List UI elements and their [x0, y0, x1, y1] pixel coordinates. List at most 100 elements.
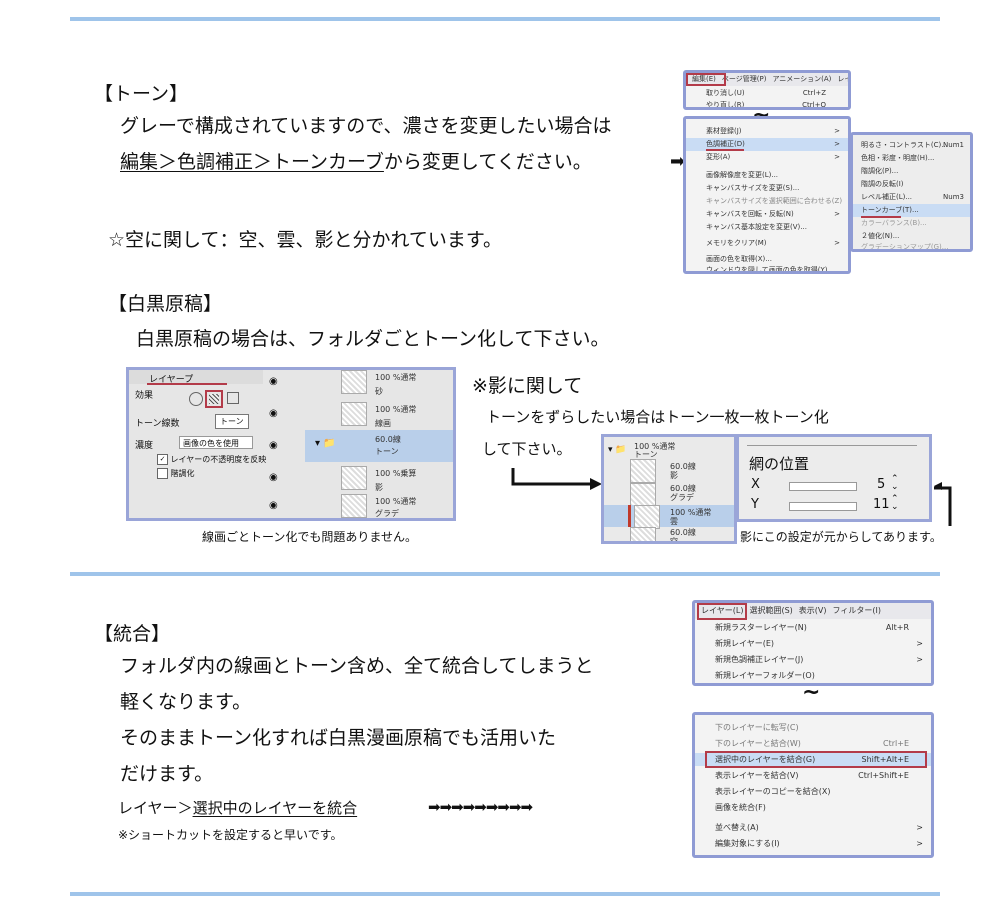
panel-tab[interactable]: レイヤープ — [149, 375, 194, 385]
underline-mark — [706, 149, 744, 151]
right-arrow-icon: ➡ — [670, 151, 686, 172]
submenu-binarize[interactable]: ２値化(N)... — [861, 232, 900, 240]
menu-item-canvas-size[interactable]: キャンバスサイズを変更(S)... — [706, 184, 800, 192]
menu-item-canvas-settings[interactable]: キャンバス基本設定を変更(V)... — [706, 223, 807, 231]
menu-page[interactable]: ページ管理(P) — [721, 75, 767, 83]
y-value[interactable]: 11 — [873, 497, 890, 512]
menu-item-get-color[interactable]: 画面の色を取得(X)... — [706, 255, 772, 263]
layer-mode: 60.0線 — [375, 435, 401, 444]
menu-item-redo[interactable]: やり直し(R)Ctrl+Q — [706, 101, 826, 109]
y-slider[interactable] — [789, 502, 857, 511]
menu-item-sort[interactable]: 並べ替え(A)> — [715, 823, 923, 832]
folder-icon[interactable]: ▾ 📁 — [608, 445, 627, 455]
menu-item-flatten[interactable]: 画像を統合(F) — [715, 803, 766, 812]
layer-thumbnail — [630, 527, 656, 541]
menu-item-merge-visible-copy[interactable]: 表示レイヤーのコピーを結合(X) — [715, 787, 831, 796]
tone-pattern-icon — [209, 394, 219, 404]
tone-folder-panel: ▾ 📁 100 %通常 トーン 60.0線 影 60.0線 グラデ 100 %通… — [601, 434, 737, 544]
menu-item-merge-visible[interactable]: 表示レイヤーを結合(V)Ctrl+Shift+E — [715, 771, 909, 780]
up-turn-arrow-icon — [934, 482, 952, 526]
square-icon[interactable] — [227, 392, 239, 404]
layer-name: グラデ — [375, 509, 399, 518]
submenu-invert[interactable]: 階調の反転(I) — [861, 180, 904, 188]
menu-item-color-correction[interactable]: 色調補正(D)> — [686, 138, 848, 151]
submenu-tone-curve[interactable]: トーンカーブ(T)... — [853, 204, 970, 217]
folder-mode: 100 %通常 — [634, 442, 676, 451]
eye-icon[interactable]: ◉ — [269, 500, 278, 511]
layer-mode: 100 %通常 — [375, 497, 417, 506]
divider-bottom — [70, 892, 940, 896]
menu-item-new-raster[interactable]: 新規ラスターレイヤー(N)Alt+R — [715, 623, 909, 632]
circle-icon[interactable] — [189, 392, 203, 406]
menu-item-get-color-hidden[interactable]: ウィンドウを隠して画面の色を取得(Y)... — [706, 266, 835, 274]
menu-item-transform[interactable]: 変形(A)> — [706, 153, 840, 161]
layer-thumbnail — [341, 466, 367, 490]
eye-icon[interactable]: ◉ — [269, 440, 278, 451]
menu-animation[interactable]: アニメーション(A) — [772, 75, 832, 83]
merge-path: レイヤー＞選択中のレイヤーを統合 — [118, 799, 358, 817]
menu-item-canvas-fit[interactable]: キャンバスサイズを選択範囲に合わせる(Z) — [706, 197, 843, 205]
x-slider[interactable] — [789, 482, 857, 491]
menu-item-clear-memory[interactable]: メモリをクリア(M)> — [706, 239, 840, 247]
x-value[interactable]: 5 — [877, 477, 886, 492]
menu-item-edit-target[interactable]: 編集対象にする(I)> — [715, 839, 923, 848]
merge-note: ※ショートカットを設定すると早いです。 — [118, 828, 343, 842]
menu-edit[interactable]: 編集(E) — [692, 75, 716, 83]
submenu-posterize[interactable]: 階調化(P)... — [861, 167, 899, 175]
bw-heading: 【白黒原稿】 — [108, 293, 223, 315]
layer-name: 線画 — [375, 419, 391, 428]
layer-menubar: レイヤー(L) 選択範囲(S) 表示(V) フィルター(I) — [695, 603, 931, 619]
tone-effect-icon[interactable] — [205, 390, 223, 408]
menu-item-new-layer[interactable]: 新規レイヤー(E)> — [715, 639, 923, 648]
menu-filter[interactable]: フィルター(I) — [832, 606, 881, 615]
menu-layer[interactable]: レイヤー(L) — [701, 606, 744, 615]
submenu-gradient-map[interactable]: グラデーションマップ(G)... — [861, 243, 949, 251]
menu-item-material[interactable]: 素材登録(J)> — [706, 127, 840, 135]
menu-item-merge-selected[interactable]: 選択中のレイヤーを結合(G)Shift+Alt+E — [695, 753, 931, 766]
y-stepper-icon[interactable]: ⌃⌄ — [891, 494, 899, 512]
layer-name: 影 — [375, 483, 383, 492]
menu-item-merge-down[interactable]: 下のレイヤーと結合(W)Ctrl+E — [715, 739, 909, 748]
submenu-levels[interactable]: レベル補正(L)...Num3 — [861, 193, 964, 201]
menu-item-transfer-down[interactable]: 下のレイヤーに転写(C) — [715, 723, 799, 732]
tilde-separator-icon: ~ — [802, 680, 821, 705]
opacity-checkbox[interactable]: ✓ レイヤーの不透明度を反映 — [157, 454, 266, 465]
menu-item-undo[interactable]: 取り消し(U)Ctrl+Z — [706, 89, 826, 97]
menu-view[interactable]: 表示(V) — [798, 606, 827, 615]
merge-heading: 【統合】 — [94, 623, 171, 645]
eye-icon[interactable]: ◉ — [269, 376, 278, 387]
color-correction-submenu: 明るさ・コントラスト(C)...Num1 色相・彩度・明度(H)... 階調化(… — [850, 132, 973, 252]
layer-mode: 60.0線 — [670, 528, 696, 537]
menu-item-canvas-rotate[interactable]: キャンバスを回転・反転(N)> — [706, 210, 840, 218]
layer-property-panel: レイヤープ 効果 トーン線数 トーン 濃度 画像の色を使用 ✓ レイヤーの不透明… — [126, 367, 456, 521]
folder-icon[interactable]: ▾ 📁 — [315, 438, 336, 449]
eye-icon[interactable]: ◉ — [269, 408, 278, 419]
submenu-hue[interactable]: 色相・彩度・明度(H)... — [861, 154, 935, 162]
menu-item-resolution[interactable]: 画像解像度を変更(L)... — [706, 171, 779, 179]
layer-mode: 60.0線 — [670, 484, 696, 493]
tone-curve-underline — [861, 216, 901, 218]
merge-line3: そのままトーン化すれば白黒漫画原稿でも活用いた — [120, 727, 557, 749]
eye-icon[interactable]: ◉ — [269, 472, 278, 483]
selected-layer-row[interactable] — [604, 505, 734, 527]
submenu-color-balance[interactable]: カラーバランス(B)... — [861, 219, 927, 227]
posterize-checkbox[interactable]: 階調化 — [157, 468, 195, 479]
density-select[interactable]: 画像の色を使用 — [179, 436, 253, 449]
edit-highlight-box — [686, 73, 726, 86]
layer-mode: 100 %通常 — [375, 373, 417, 382]
layer-mode: 60.0線 — [670, 462, 696, 471]
x-stepper-icon[interactable]: ⌃⌄ — [891, 474, 899, 492]
merge-selected-highlight-box — [705, 751, 927, 768]
submenu-brightness[interactable]: 明るさ・コントラスト(C)...Num1 — [861, 141, 964, 149]
bw-line1: 白黒原稿の場合は、フォルダごとトーン化して下さい。 — [136, 328, 610, 350]
tone-line2: 編集＞色調補正＞トーンカーブから変更してください。 — [120, 151, 592, 173]
panel-rule — [747, 445, 917, 446]
menu-selection[interactable]: 選択範囲(S) — [749, 606, 793, 615]
tone-curve-path: 編集＞色調補正＞トーンカーブ — [120, 151, 384, 173]
menu-item-new-folder[interactable]: 新規レイヤーフォルダー(O) — [715, 671, 815, 680]
menu-layer[interactable]: レイヤー — [837, 75, 851, 83]
edit-menubar: 編集(E) ページ管理(P) アニメーション(A) レイヤー — [686, 73, 848, 86]
selected-layer-row[interactable] — [305, 430, 453, 462]
merge-line2: 軽くなります。 — [120, 691, 252, 713]
menu-item-new-correction[interactable]: 新規色調補正レイヤー(J)> — [715, 655, 923, 664]
